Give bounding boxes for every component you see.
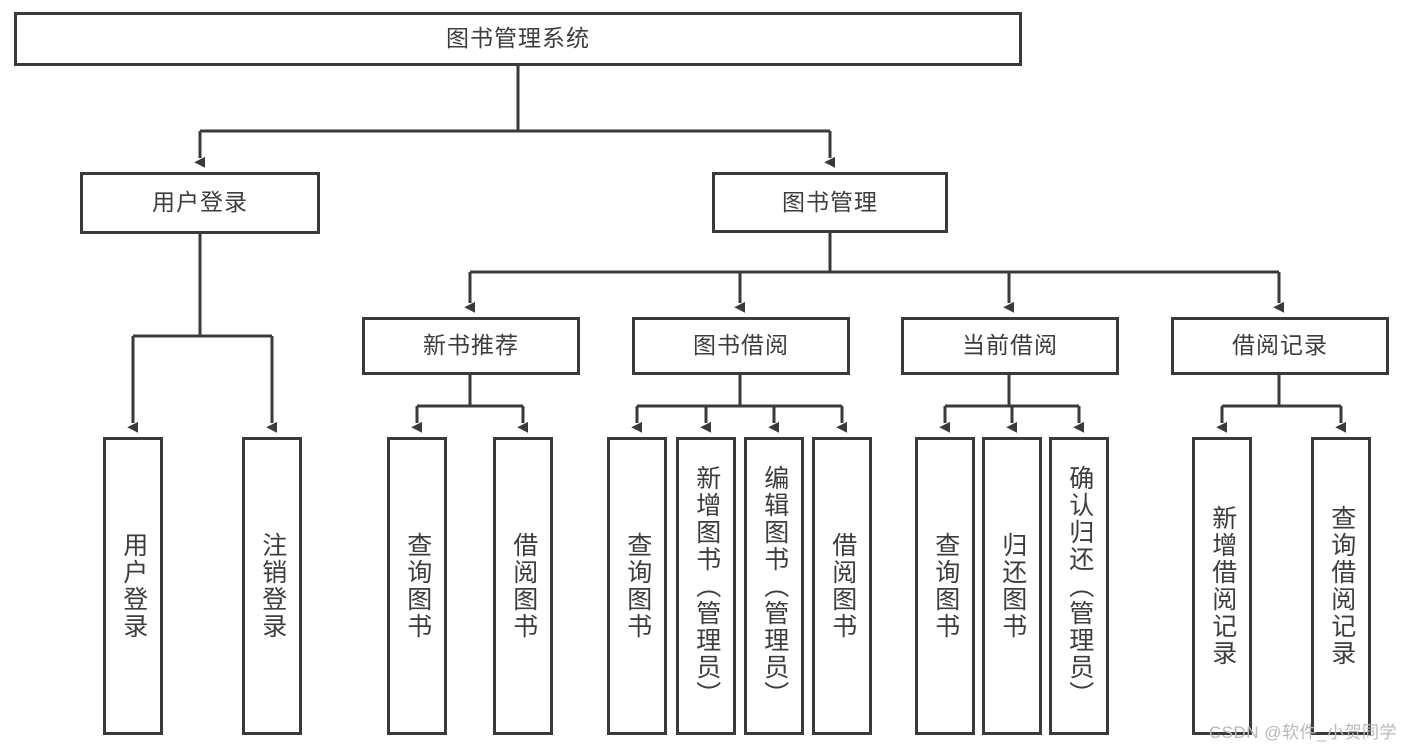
leaf-borrow-book-2-label: 借阅图书 — [828, 532, 857, 640]
node-book-manage-label: 图书管理 — [782, 188, 878, 215]
node-current-borrow-label: 当前借阅 — [962, 332, 1058, 359]
node-root[interactable]: 图书管理系统 — [14, 12, 1022, 66]
node-borrow-record[interactable]: 借阅记录 — [1171, 317, 1389, 375]
leaf-return-book[interactable]: 归还图书 — [982, 437, 1042, 735]
node-new-book-recommend[interactable]: 新书推荐 — [362, 317, 580, 375]
leaf-confirm-return[interactable]: 确认归还（管理员） — [1049, 437, 1109, 735]
node-root-label: 图书管理系统 — [446, 25, 590, 52]
leaf-confirm-return-label: 确认归还（管理员） — [1065, 464, 1094, 708]
node-book-borrow[interactable]: 图书借阅 — [632, 317, 850, 375]
leaf-query-book-1[interactable]: 查询图书 — [387, 437, 447, 735]
watermark-text: CSDN @软件_小贺同学 — [1208, 723, 1397, 742]
node-current-borrow[interactable]: 当前借阅 — [901, 317, 1119, 375]
leaf-add-book[interactable]: 新增图书（管理员） — [676, 437, 736, 735]
leaf-query-book-2[interactable]: 查询图书 — [607, 437, 667, 735]
node-book-borrow-label: 图书借阅 — [693, 332, 789, 359]
node-book-manage[interactable]: 图书管理 — [712, 172, 948, 233]
leaf-logout[interactable]: 注销登录 — [242, 437, 302, 735]
node-borrow-record-label: 借阅记录 — [1232, 332, 1328, 359]
node-user-login-label: 用户登录 — [152, 189, 248, 216]
leaf-user-login[interactable]: 用户登录 — [103, 437, 163, 735]
leaf-query-record[interactable]: 查询借阅记录 — [1311, 437, 1371, 735]
leaf-user-login-label: 用户登录 — [119, 532, 148, 640]
leaf-borrow-book-1-label: 借阅图书 — [509, 532, 538, 640]
leaf-query-book-3[interactable]: 查询图书 — [915, 437, 975, 735]
leaf-add-book-label: 新增图书（管理员） — [692, 464, 721, 708]
leaf-borrow-book-1[interactable]: 借阅图书 — [493, 437, 553, 735]
leaf-edit-book-label: 编辑图书（管理员） — [760, 464, 789, 708]
node-new-book-recommend-label: 新书推荐 — [423, 332, 519, 359]
leaf-query-book-1-label: 查询图书 — [403, 532, 432, 640]
leaf-query-record-label: 查询借阅记录 — [1327, 505, 1356, 667]
node-user-login[interactable]: 用户登录 — [80, 172, 320, 234]
leaf-logout-label: 注销登录 — [258, 532, 287, 640]
leaf-borrow-book-2[interactable]: 借阅图书 — [812, 437, 872, 735]
leaf-query-book-3-label: 查询图书 — [931, 532, 960, 640]
leaf-add-record-label: 新增借阅记录 — [1208, 505, 1237, 667]
leaf-add-record[interactable]: 新增借阅记录 — [1192, 437, 1252, 735]
leaf-edit-book[interactable]: 编辑图书（管理员） — [744, 437, 804, 735]
leaf-query-book-2-label: 查询图书 — [623, 532, 652, 640]
leaf-return-book-label: 归还图书 — [998, 532, 1027, 640]
